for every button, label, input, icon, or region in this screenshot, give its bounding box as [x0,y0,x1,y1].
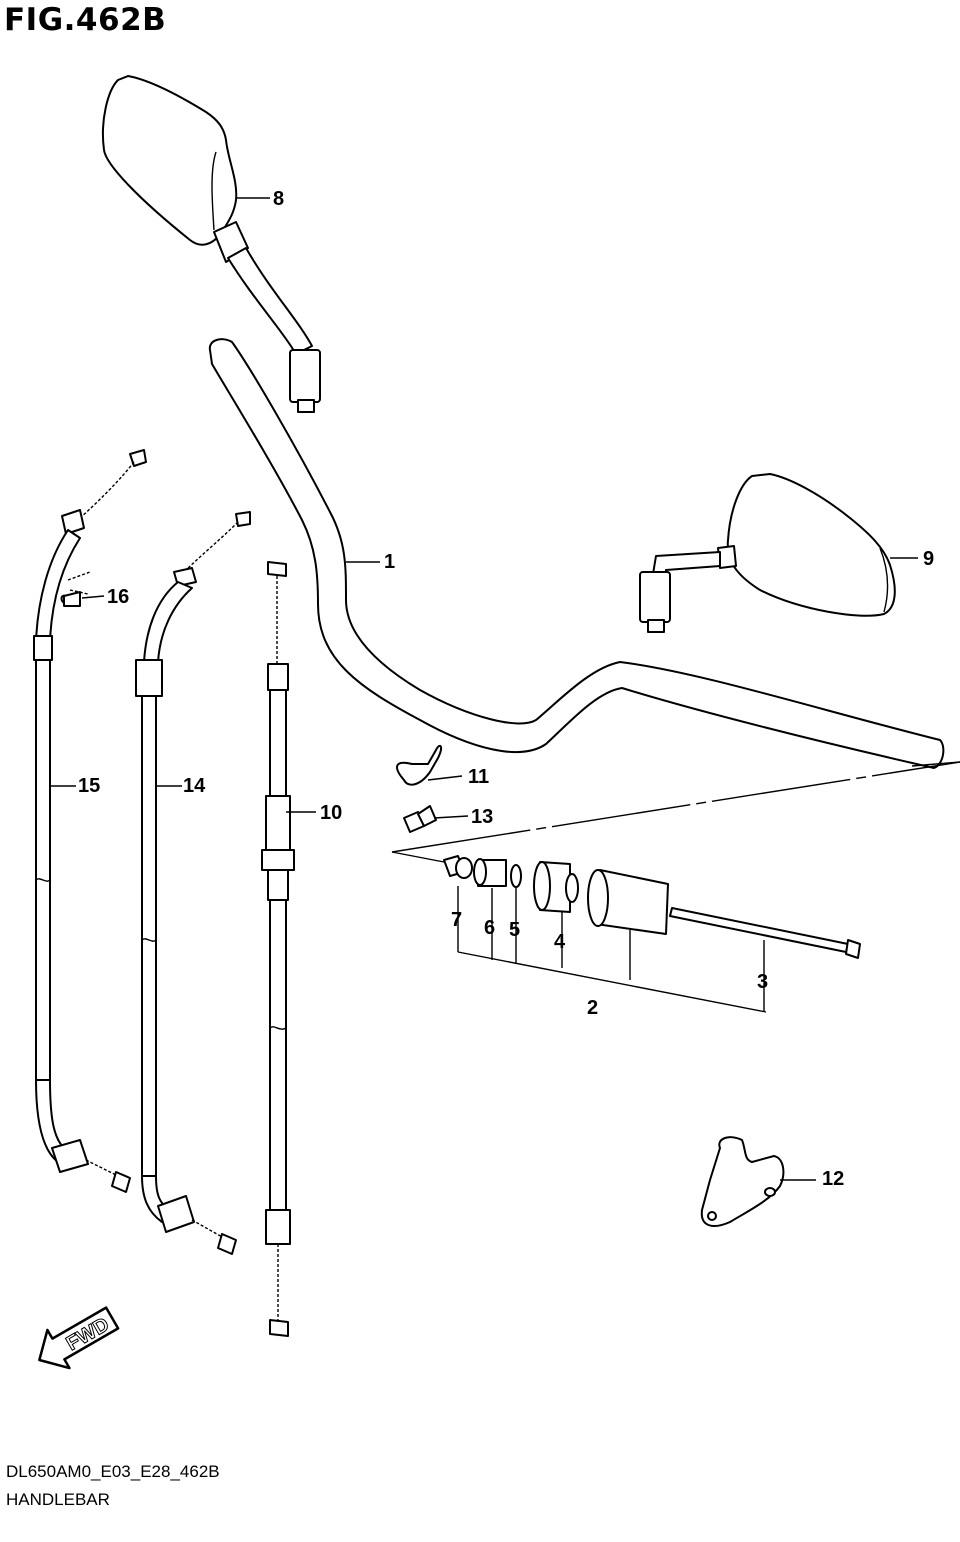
figure-title: FIG.462B [4,2,167,38]
callout-10: 10 [320,802,342,824]
callout-14: 14 [183,775,206,797]
callout-12: 12 [822,1168,844,1190]
mirror-right[interactable] [639,473,896,633]
callout-9: 9 [923,548,934,570]
throttle-cable-14[interactable] [135,511,251,1255]
callout-2: 2 [587,997,598,1019]
diagram-subtitle: HANDLEBAR [6,1490,110,1509]
clip-16[interactable] [63,591,81,607]
callout-3: 3 [757,971,768,993]
weight-assembly-parts[interactable] [443,855,861,959]
fwd-arrow: FWD [38,1306,120,1370]
leader-lines [50,197,960,1181]
callout-15: 15 [78,775,100,797]
screw-13[interactable] [403,805,437,833]
callout-16: 16 [107,586,129,608]
callout-8: 8 [273,188,284,210]
callout-7: 7 [451,909,462,931]
callout-labels: 1 2 3 4 5 6 7 8 9 10 11 12 13 14 15 16 [78,188,934,1190]
throttle-cable-15[interactable] [33,449,147,1193]
callout-6: 6 [484,917,495,939]
mirror-left[interactable] [102,75,321,413]
callout-1: 1 [384,551,395,573]
callout-13: 13 [471,806,493,828]
handlebar[interactable] [208,338,945,769]
callout-11: 11 [468,766,489,788]
diagram-code: DL650AM0_E03_E28_462B [6,1462,220,1481]
clutch-cable-10[interactable] [261,561,295,1337]
wire-clip-11[interactable] [396,744,443,786]
bracket-12[interactable] [700,1136,785,1227]
callout-5: 5 [509,919,520,941]
callout-4: 4 [554,931,566,953]
